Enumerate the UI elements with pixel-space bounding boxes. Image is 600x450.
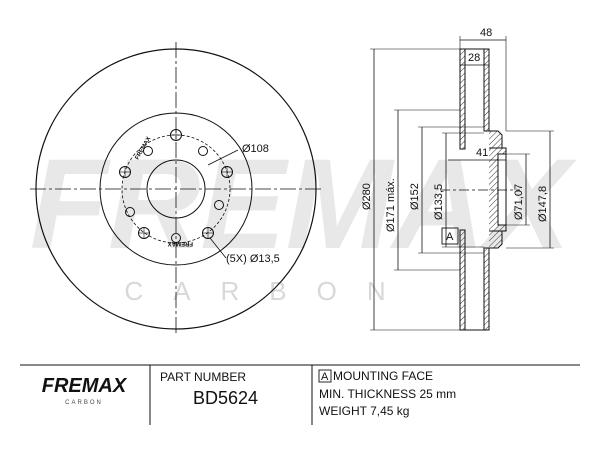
mounting-face-box-letter: A <box>321 371 329 383</box>
side-view <box>370 36 554 331</box>
bolt-holes <box>119 129 233 239</box>
svg-text:Ø147,8: Ø147,8 <box>537 186 549 222</box>
min-thickness: MIN. THICKNESS 25 mm <box>319 387 456 401</box>
title-block <box>20 364 580 425</box>
pcd-dimension: Ø108 <box>242 143 269 155</box>
footer-logo: FREMAX <box>42 375 128 397</box>
part-number-label: PART NUMBER <box>160 370 246 384</box>
disc-outer-circle <box>35 48 317 330</box>
hat-depth-dimension: 41 <box>476 147 488 159</box>
hat-circle <box>99 112 253 266</box>
svg-text:Ø71,07: Ø71,07 <box>513 184 525 220</box>
overall-width-dimension: 48 <box>480 27 492 39</box>
mounting-face-label: MOUNTING FACE <box>333 369 433 383</box>
bolt-hole-dimension: (5X) Ø13,5 <box>226 253 280 265</box>
svg-text:Ø171 máx.: Ø171 máx. <box>385 178 397 232</box>
svg-text:Ø133,5: Ø133,5 <box>433 184 445 220</box>
svg-text:Ø152: Ø152 <box>409 183 421 210</box>
front-stamp-bottom: FREMAX <box>168 240 193 246</box>
svg-text:Ø280: Ø280 <box>361 183 373 210</box>
footer-logo-sub: CARBON <box>65 400 103 406</box>
center-bore <box>146 159 206 219</box>
diameter-labels: Ø280 Ø171 máx. Ø152 Ø133,5 Ø71,07 Ø147,8 <box>361 178 549 232</box>
hat-width-dimension: 28 <box>468 52 480 64</box>
part-number: BD5624 <box>193 388 258 408</box>
weight: WEIGHT 7,45 kg <box>319 404 409 418</box>
mounting-face-marker: A <box>446 231 454 243</box>
front-view <box>30 42 322 336</box>
watermark-sub: CARBON <box>124 276 415 306</box>
pcd-circle <box>121 134 231 244</box>
